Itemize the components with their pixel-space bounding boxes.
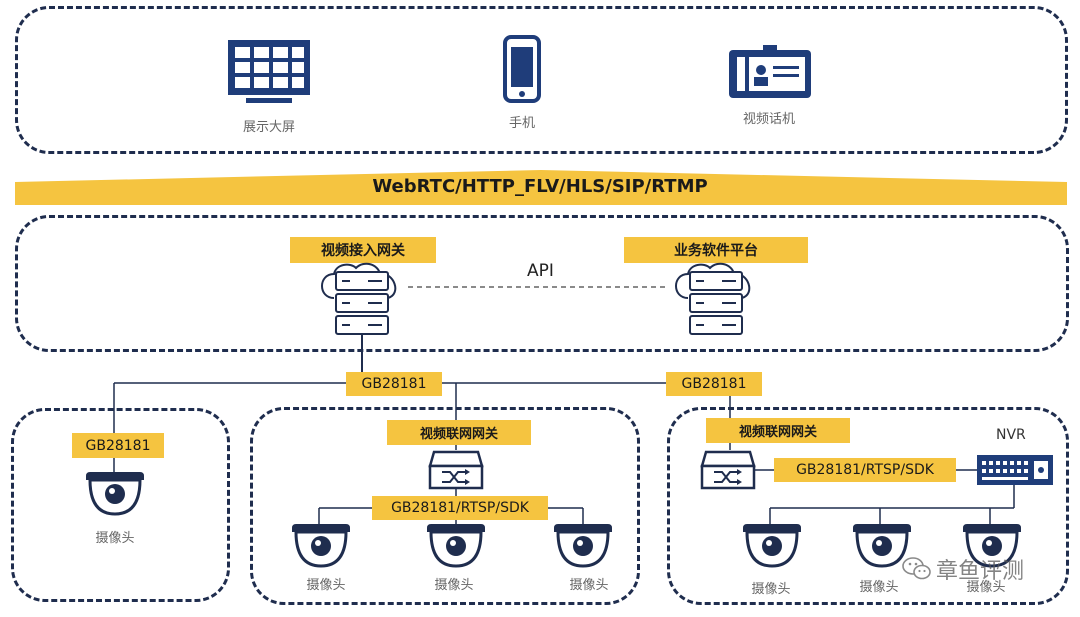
left-camera-caption: 摄像头 xyxy=(95,531,135,546)
dome-camera-icon xyxy=(853,524,911,568)
left-camera-group xyxy=(11,408,230,602)
dome-camera-icon xyxy=(86,472,144,516)
client-devices-box xyxy=(15,6,1068,154)
network-gateway-icon xyxy=(428,450,484,490)
display-wall-icon xyxy=(228,40,310,103)
nvr-label: NVR xyxy=(996,427,1026,443)
gb28181-center-label: GB28181 xyxy=(346,372,442,396)
middle-camera-caption: 摄像头 xyxy=(569,578,609,593)
watermark-text: 章鱼评测 xyxy=(936,559,1025,584)
platform-box xyxy=(15,215,1069,352)
middle-protocol-label: GB28181/RTSP/SDK xyxy=(372,496,548,520)
right-camera-caption: 摄像头 xyxy=(966,580,1006,595)
right-camera-group xyxy=(667,407,1069,605)
dome-camera-icon xyxy=(963,524,1021,568)
dome-camera-icon xyxy=(427,524,485,568)
gb28181-right-label: GB28181 xyxy=(666,372,762,396)
middle-camera-caption: 摄像头 xyxy=(306,578,346,593)
server-cloud-icon xyxy=(675,262,751,335)
right-gateway-label: 视频联网网关 xyxy=(706,418,850,443)
wechat-icon xyxy=(902,557,931,580)
protocol-banner-shape xyxy=(15,170,1067,205)
right-camera-caption: 摄像头 xyxy=(859,580,899,595)
business-platform-label: 业务软件平台 xyxy=(624,237,808,263)
phone-icon xyxy=(503,35,541,103)
dome-camera-icon xyxy=(743,524,801,568)
dome-camera-icon xyxy=(554,524,612,568)
dome-camera-icon xyxy=(292,524,350,568)
left-gb28181-label: GB28181 xyxy=(72,433,164,458)
api-label: API xyxy=(527,261,554,281)
nvr-recorder-icon xyxy=(977,455,1053,485)
video-phone-caption: 视频话机 xyxy=(742,112,796,127)
middle-camera-group xyxy=(250,407,640,605)
big-screen-caption: 展示大屏 xyxy=(242,120,296,135)
right-camera-caption: 摄像头 xyxy=(751,582,791,597)
server-cloud-icon xyxy=(321,262,397,335)
video-phone-icon xyxy=(729,45,811,98)
protocol-banner-text: WebRTC/HTTP_FLV/HLS/SIP/RTMP xyxy=(372,176,708,197)
phone-caption: 手机 xyxy=(508,116,536,131)
middle-camera-caption: 摄像头 xyxy=(434,578,474,593)
network-gateway-icon xyxy=(700,450,756,490)
middle-gateway-label: 视频联网网关 xyxy=(387,420,531,445)
right-protocol-label: GB28181/RTSP/SDK xyxy=(774,458,956,482)
access-gateway-label: 视频接入网关 xyxy=(290,237,436,263)
